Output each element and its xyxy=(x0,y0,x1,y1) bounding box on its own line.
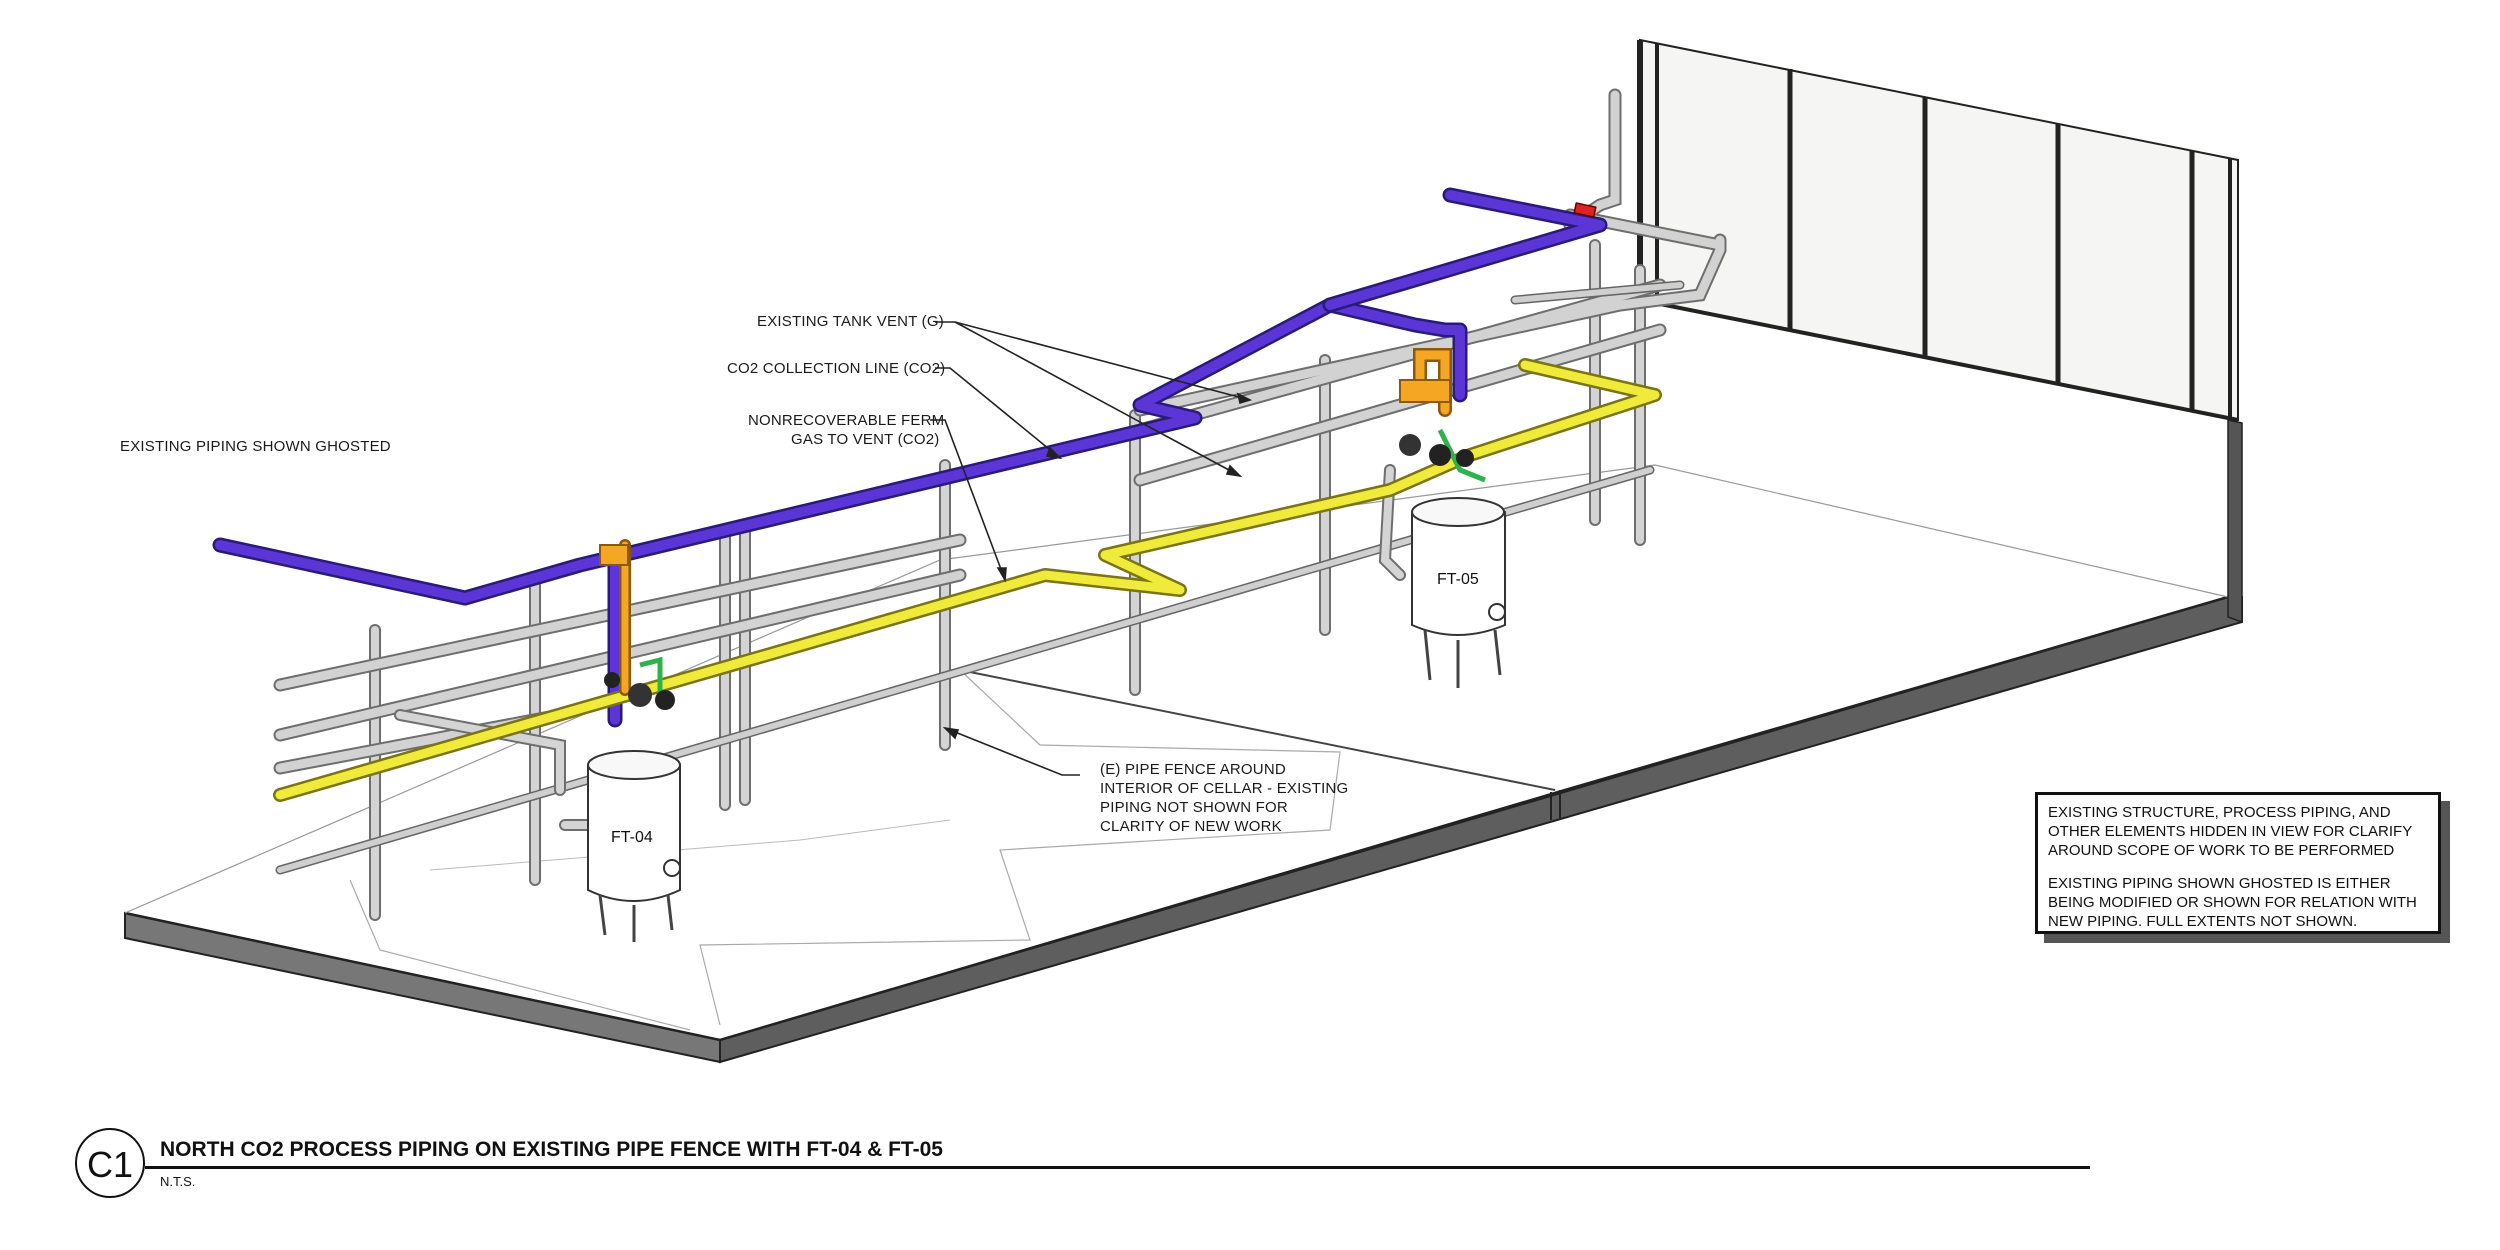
drawing-title: NORTH CO2 PROCESS PIPING ON EXISTING PIP… xyxy=(160,1138,943,1161)
note-paragraph-1: EXISTING STRUCTURE, PROCESS PIPING, AND … xyxy=(2048,804,2412,859)
general-notes-box: EXISTING STRUCTURE, PROCESS PIPING, AND … xyxy=(2035,792,2441,934)
tank-label-ft-04: FT-04 xyxy=(611,829,653,846)
pipe-fence-note: (E) PIPE FENCE AROUND INTERIOR OF CELLAR… xyxy=(1100,760,1348,836)
note-paragraph-2: EXISTING PIPING SHOWN GHOSTED IS EITHER … xyxy=(2048,875,2417,930)
co2-collection-line xyxy=(212,187,1608,728)
floor-slab xyxy=(124,464,2243,1064)
pipe-fence-line1: (E) PIPE FENCE AROUND xyxy=(1100,761,1286,778)
label-nonrecoverable-line1: NONRECOVERABLE FERM xyxy=(748,412,945,429)
tank-ft-04 xyxy=(587,750,681,942)
pipe-fence-line3: PIPING NOT SHOWN FOR xyxy=(1100,799,1288,816)
detail-bubble: C1 xyxy=(75,1128,145,1198)
pipe-fence-line2: INTERIOR OF CELLAR - EXISTING xyxy=(1100,780,1349,797)
tank-ft-05 xyxy=(1411,497,1506,688)
tank-label-ft-05: FT-05 xyxy=(1437,571,1479,588)
label-existing-tank-vent: EXISTING TANK VENT (G) xyxy=(757,313,944,330)
tank-vent-orange xyxy=(599,348,1452,696)
ghosted-pipe-fence xyxy=(273,88,1727,921)
existing-glass-wall xyxy=(1637,38,2243,624)
pipe-fence-line4: CLARITY OF NEW WORK xyxy=(1100,818,1282,835)
detail-id: C1 xyxy=(86,1144,134,1185)
label-nonrecoverable-line2: GAS TO VENT (CO2) xyxy=(791,431,940,448)
nonrecoverable-vent-line xyxy=(273,358,1662,802)
callout-leaders xyxy=(930,321,1253,776)
label-co2-collection-line: CO2 COLLECTION LINE (CO2) xyxy=(727,360,946,377)
title-underline xyxy=(145,1166,2090,1169)
valve-assemblies xyxy=(604,428,1486,710)
drawing-scale: N.T.S. xyxy=(160,1174,196,1189)
label-existing-piping-ghosted: EXISTING PIPING SHOWN GHOSTED xyxy=(120,438,391,455)
